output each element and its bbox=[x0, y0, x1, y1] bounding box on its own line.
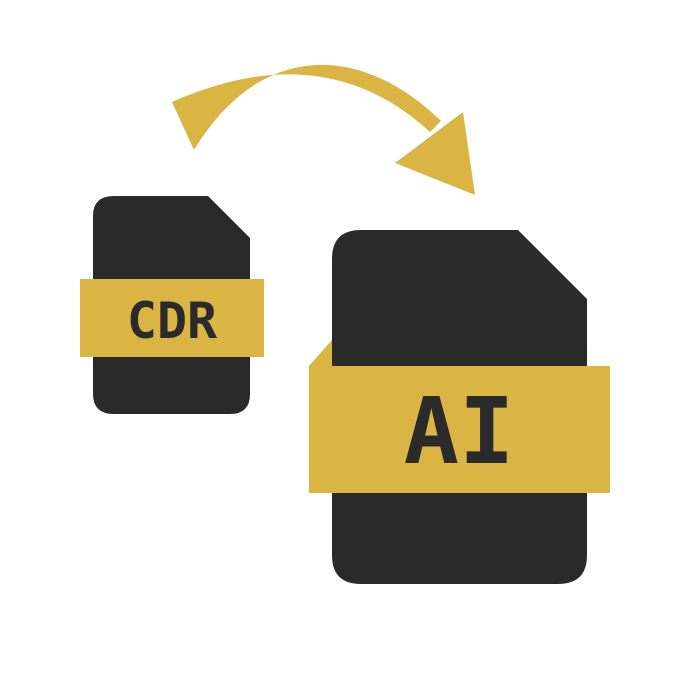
arrow-shaft bbox=[172, 64, 441, 150]
target-file-band-fold bbox=[309, 340, 332, 366]
curved-arrow-right-icon bbox=[172, 64, 475, 195]
target-file-label: AI bbox=[404, 378, 515, 485]
source-file-label: CDR bbox=[127, 292, 218, 350]
source-file-icon: CDR bbox=[80, 196, 264, 414]
target-file-label-band bbox=[309, 366, 610, 493]
arrow-head bbox=[395, 112, 475, 195]
source-file-label-band bbox=[80, 279, 264, 357]
target-file-icon: AI bbox=[309, 230, 610, 584]
